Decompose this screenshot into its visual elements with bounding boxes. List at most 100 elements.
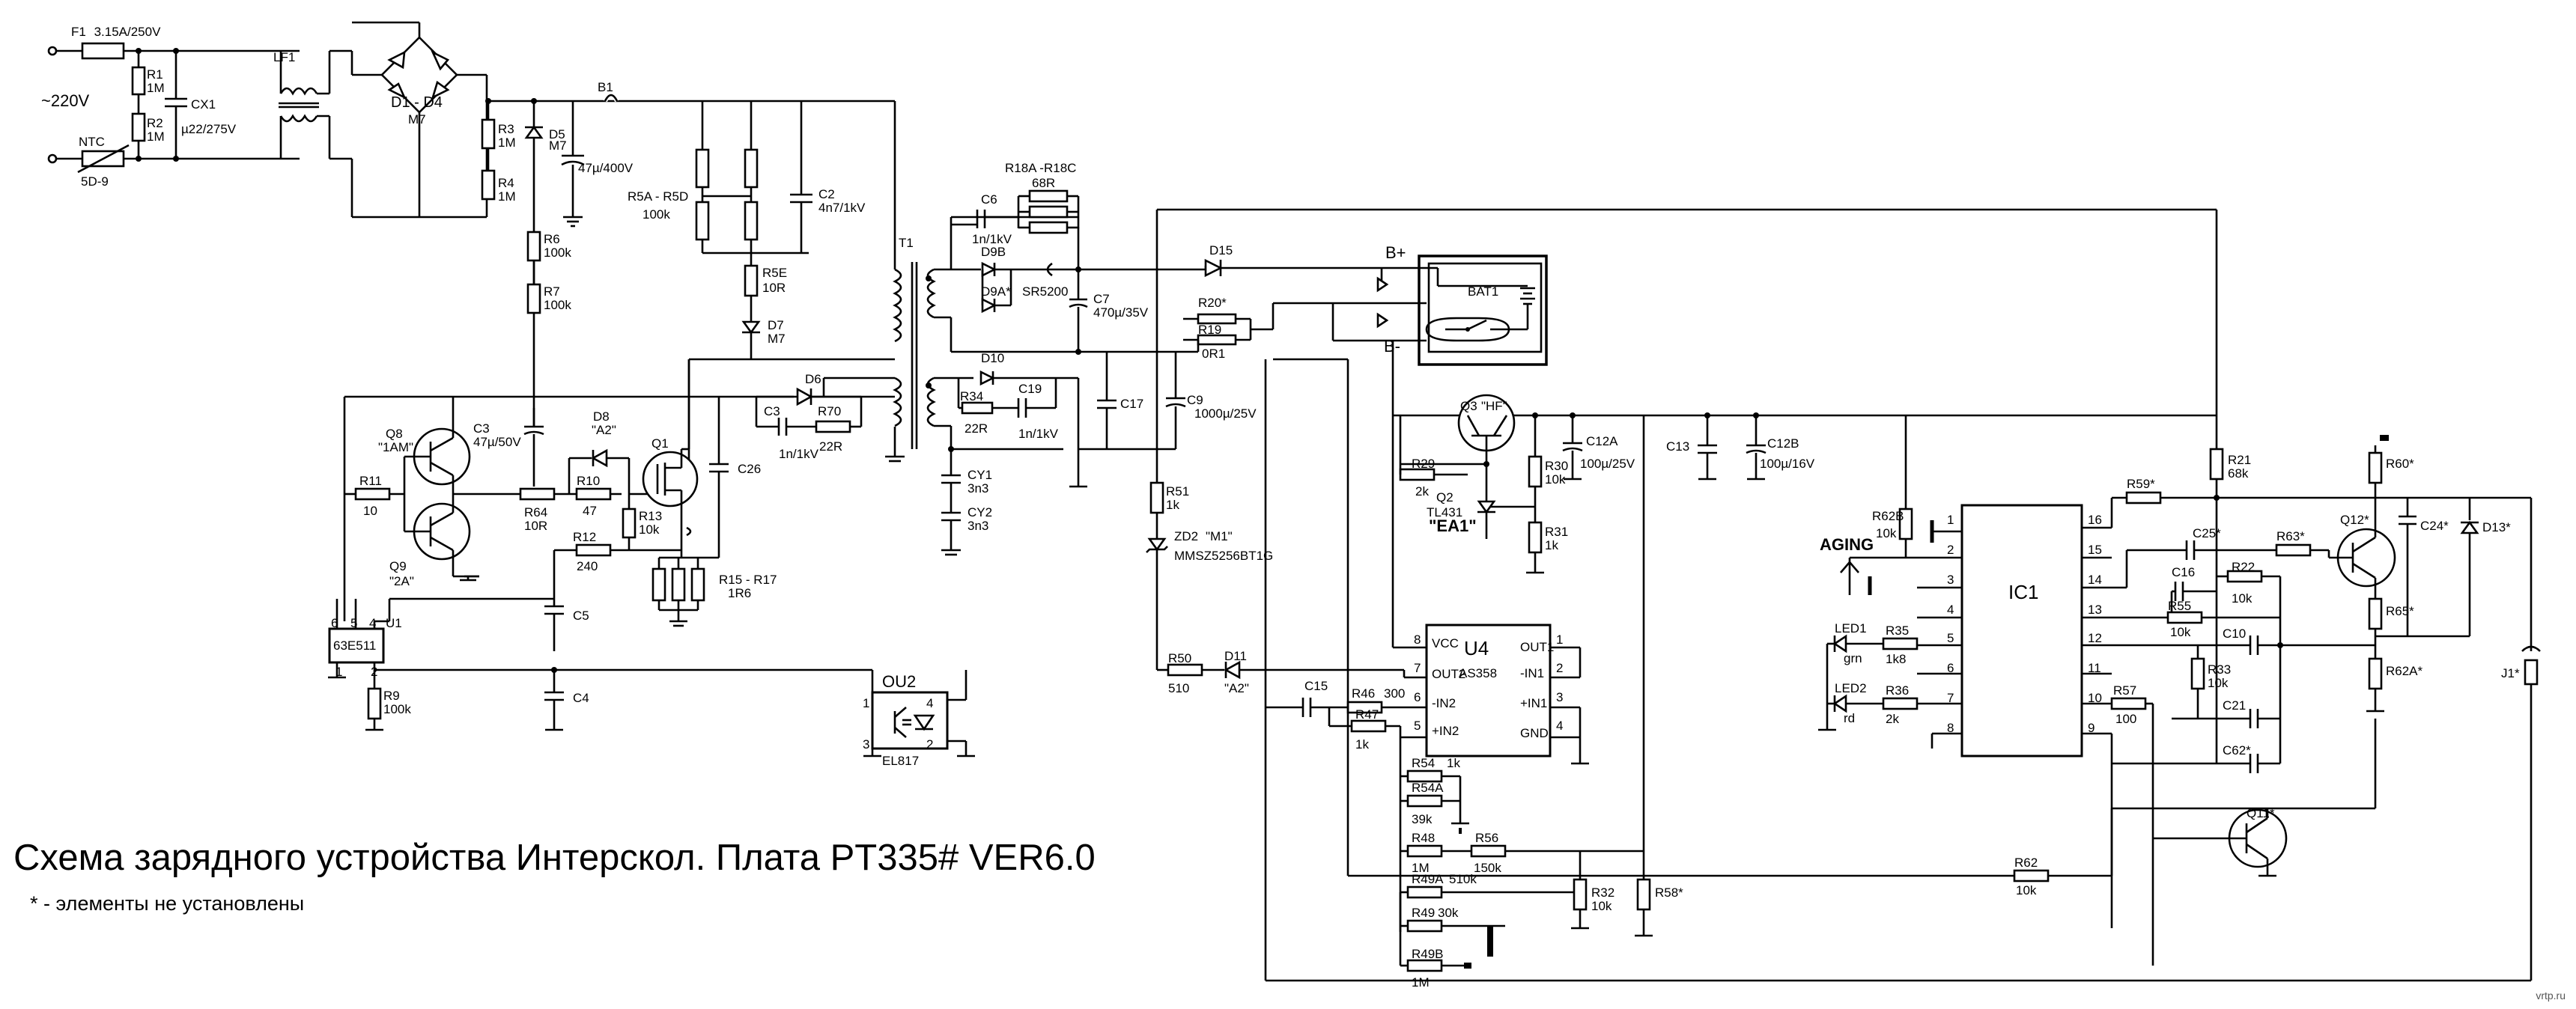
resistor-r3: [481, 118, 496, 150]
svg-text:30k: 30k: [1438, 906, 1459, 920]
svg-text:M7: M7: [549, 138, 567, 153]
svg-text:300: 300: [1384, 686, 1405, 701]
svg-text:CY1: CY1: [967, 468, 992, 482]
svg-text:4: 4: [926, 696, 933, 710]
svg-text:7: 7: [1414, 661, 1421, 675]
resistor-r15: [651, 567, 666, 602]
svg-text:10k: 10k: [2232, 591, 2253, 606]
resistor-r5d: [744, 201, 759, 241]
svg-text:D10: D10: [981, 351, 1004, 365]
svg-text:11: 11: [2088, 661, 2101, 675]
svg-text:R60*: R60*: [2386, 457, 2414, 471]
resistor-r70: [815, 420, 851, 433]
diode-d9a: [981, 297, 997, 314]
svg-text:10k: 10k: [1591, 899, 1612, 913]
svg-text:R62A*: R62A*: [2386, 664, 2423, 678]
svg-text:C4: C4: [573, 691, 589, 705]
svg-text:D9A*: D9A*: [981, 284, 1011, 299]
svg-text:Q1: Q1: [651, 436, 669, 451]
svg-text:100k: 100k: [544, 246, 571, 260]
svg-text:R62: R62: [2014, 856, 2038, 870]
svg-text:1000µ/25V: 1000µ/25V: [1194, 406, 1257, 421]
svg-text:R65*: R65*: [2386, 604, 2414, 618]
svg-text:1k: 1k: [1355, 737, 1369, 752]
resistor-r36: [1882, 697, 1919, 710]
svg-text:SR5200: SR5200: [1022, 284, 1068, 299]
svg-text:-IN2: -IN2: [1432, 696, 1456, 710]
svg-text:C3: C3: [473, 421, 490, 436]
svg-text:R56: R56: [1475, 831, 1498, 845]
svg-text:1: 1: [1556, 632, 1563, 647]
aging-label: AGING: [1820, 535, 1874, 554]
svg-text:4: 4: [1556, 719, 1563, 733]
svg-text:R47: R47: [1355, 707, 1379, 722]
svg-text:R30: R30: [1545, 459, 1568, 473]
svg-text:GND: GND: [1520, 726, 1549, 740]
mosfet-q1: [642, 451, 699, 507]
zener-zd2: [1147, 537, 1167, 552]
svg-text:Q2: Q2: [1436, 490, 1453, 504]
svg-text:2k: 2k: [1415, 484, 1429, 499]
svg-text:1k8: 1k8: [1886, 652, 1906, 666]
lf1-coil-bottom: [279, 114, 318, 123]
svg-text:U4: U4: [1464, 637, 1489, 659]
opamp-u4-body: [1425, 624, 1552, 757]
svg-text:10k: 10k: [639, 522, 660, 537]
svg-text:4n7/1kV: 4n7/1kV: [818, 201, 866, 215]
optocoupler-ou2: OU2 13 42 EL817: [863, 670, 975, 768]
t1-label: T1: [899, 236, 914, 250]
diode-d5: [524, 125, 544, 139]
svg-text:C12A: C12A: [1586, 434, 1618, 448]
svg-text:6: 6: [331, 616, 338, 630]
svg-text:5: 5: [1947, 631, 1954, 645]
svg-text:16: 16: [2088, 513, 2102, 527]
svg-text:1n/1kV: 1n/1kV: [779, 447, 819, 461]
svg-text:1: 1: [863, 696, 869, 710]
right-section: Q12* R65* R62A* R60* C24* D13* J1*: [2112, 435, 2541, 981]
svg-text:R54A: R54A: [1412, 781, 1444, 795]
svg-text:47µ/50V: 47µ/50V: [473, 435, 521, 449]
ic-u1: [328, 627, 385, 664]
svg-text:14: 14: [2088, 573, 2102, 587]
svg-text:ZD2: ZD2: [1174, 529, 1198, 543]
svg-text:R62B: R62B: [1872, 509, 1904, 523]
resistor-r55: [2166, 611, 2203, 624]
svg-text:1M: 1M: [1412, 861, 1430, 875]
svg-text:D8: D8: [593, 409, 610, 424]
svg-text:5: 5: [350, 616, 357, 630]
svg-text:VCC: VCC: [1432, 636, 1459, 650]
svg-text:R49A: R49A: [1412, 872, 1444, 886]
svg-text:R33: R33: [2208, 662, 2231, 677]
svg-text:R54: R54: [1412, 756, 1435, 770]
svg-text:2: 2: [1947, 543, 1954, 557]
resistor-r62: [2013, 869, 2050, 883]
svg-text:R63*: R63*: [2276, 529, 2305, 543]
resistor-r34: [961, 401, 994, 415]
cx1-ref: CX1: [191, 97, 216, 112]
svg-text:Q9: Q9: [389, 559, 407, 573]
svg-text:100k: 100k: [544, 298, 571, 312]
resistor-r59: [2125, 491, 2162, 504]
svg-text:R57: R57: [2113, 683, 2136, 698]
svg-text:C2: C2: [818, 187, 835, 201]
svg-text:3: 3: [863, 737, 869, 752]
svg-text:R1: R1: [147, 67, 163, 82]
svg-text:C17: C17: [1120, 397, 1143, 411]
svg-text:D7: D7: [768, 318, 784, 332]
svg-text:M7: M7: [408, 112, 426, 126]
svg-text:R64: R64: [524, 505, 547, 519]
svg-text:68R: 68R: [1032, 176, 1055, 190]
svg-text:LED1: LED1: [1835, 621, 1867, 635]
svg-text:47: 47: [583, 504, 597, 518]
resistor-r16: [671, 567, 686, 602]
diode-d10: [979, 370, 995, 386]
svg-text:R12: R12: [573, 530, 596, 544]
svg-text:R50: R50: [1168, 651, 1191, 665]
svg-text:13: 13: [2088, 603, 2102, 617]
svg-text:1M: 1M: [498, 189, 516, 204]
resistor-r4: [481, 169, 496, 201]
svg-text:rd: rd: [1844, 711, 1855, 725]
ntc-ref: NTC: [79, 135, 105, 149]
svg-text:R5E: R5E: [762, 266, 787, 280]
